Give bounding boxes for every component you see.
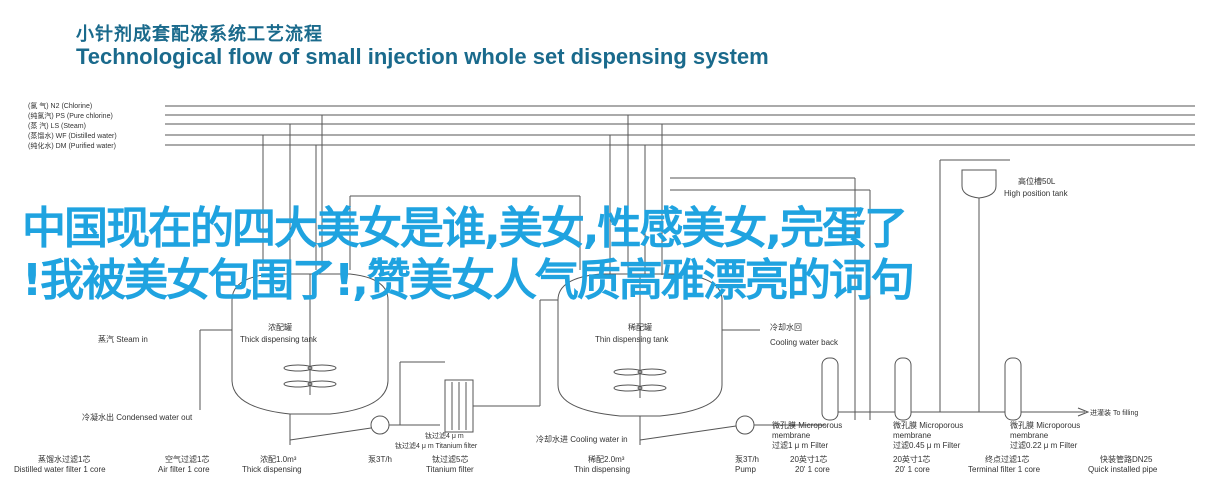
- steam-in-label: 蒸汽 Steam in: [98, 334, 148, 344]
- cooling-in-label: 冷却水进 Cooling water in: [536, 434, 628, 444]
- thin-tank-label: 稀配罐: [628, 322, 652, 332]
- bottom-label-en: Titanium filter: [426, 465, 474, 474]
- bottom-label-cn: 钛过滤5芯: [432, 454, 468, 464]
- bottom-label-en: 20' 1 core: [895, 465, 930, 474]
- bottom-label-cn: 快装管路DN25: [1100, 454, 1153, 464]
- overlay-headline-line-2: !我被美女包围了!,赞美女人气质高雅漂亮的词句: [22, 255, 915, 306]
- bottom-label-en: 20' 1 core: [795, 465, 830, 474]
- membrane-1-en: membrane: [772, 431, 811, 440]
- utility-label-wf: (蒸馏水) WF (Distilled water): [28, 131, 117, 140]
- membrane-3-spec: 过滤0.22 μ m Filter: [1010, 440, 1078, 450]
- thick-tank-label: 浓配罐: [268, 322, 292, 332]
- bottom-label-en: Air filter 1 core: [158, 465, 210, 474]
- bottom-label-cn: 蒸馏水过滤1芯: [38, 454, 90, 464]
- bottom-label-en: Thick dispensing: [242, 465, 302, 474]
- utility-label-dm: (纯化水) DM (Purified water): [28, 141, 116, 150]
- membrane-2-spec: 过滤0.45 μ m Filter: [893, 440, 961, 450]
- bottom-label-en: Distilled water filter 1 core: [14, 465, 106, 474]
- membrane-3-en: membrane: [1010, 431, 1049, 440]
- bottom-label-cn: 浓配1.0m³: [260, 455, 297, 464]
- bottom-label-en: Terminal filter 1 core: [968, 465, 1041, 474]
- condensed-out-label: 冷凝水出 Condensed water out: [82, 412, 193, 422]
- bottom-label-cn: 泵3T/h: [735, 455, 759, 464]
- bottom-label-en: Pump: [735, 465, 756, 474]
- overlay-headline-line-1: 中国现在的四大美女是谁,美女,性感美女,完蛋了: [22, 203, 908, 254]
- bottom-label-cn: 稀配2.0m³: [588, 454, 625, 464]
- high-tank-label-en: High position tank: [1004, 189, 1069, 198]
- bottom-label-en: Quick installed pipe: [1088, 465, 1158, 474]
- bottom-label-en: Thin dispensing: [574, 465, 630, 474]
- high-tank-label-cn: 高位槽50L: [1018, 176, 1056, 186]
- thick-tank-label-en: Thick dispensing tank: [240, 335, 318, 344]
- membrane-1-cn: 微孔膜 Microporous: [772, 420, 842, 430]
- membrane-2-en: membrane: [893, 431, 932, 440]
- title-chinese: 小针剂成套配液系统工艺流程: [76, 24, 323, 45]
- utility-label-ls: (蒸 汽) LS (Steam): [28, 121, 86, 130]
- ti-filter-label: 钛过滤4 μ m: [425, 431, 464, 440]
- cooling-back-label-cn: 冷却水回: [770, 322, 802, 332]
- thin-tank-label-en: Thin dispensing tank: [595, 335, 669, 344]
- membrane-2-cn: 微孔膜 Microporous: [893, 420, 963, 430]
- bottom-label-cn: 终点过滤1芯: [985, 454, 1029, 464]
- cooling-back-label-en: Cooling water back: [770, 338, 839, 347]
- membrane-1-spec: 过滤1 μ m Filter: [772, 440, 829, 450]
- title-english: Technological flow of small injection wh…: [76, 44, 769, 69]
- bottom-label-cn: 空气过滤1芯: [165, 454, 209, 464]
- bottom-label-cn: 泵3T/h: [368, 455, 392, 464]
- ti-filter-label-2: 钛过滤4 μ m Titanium filter: [395, 441, 478, 450]
- bottom-label-cn: 20英寸1芯: [790, 454, 827, 464]
- to-filling-label: 进灌装 To filling: [1090, 408, 1138, 417]
- bottom-label-cn: 20英寸1芯: [893, 454, 930, 464]
- utility-label-ps: (纯氯汽) PS (Pure chlorine): [28, 111, 113, 120]
- utility-label-n2: (氯 气) N2 (Chlorine): [28, 101, 92, 110]
- membrane-3-cn: 微孔膜 Microporous: [1010, 420, 1080, 430]
